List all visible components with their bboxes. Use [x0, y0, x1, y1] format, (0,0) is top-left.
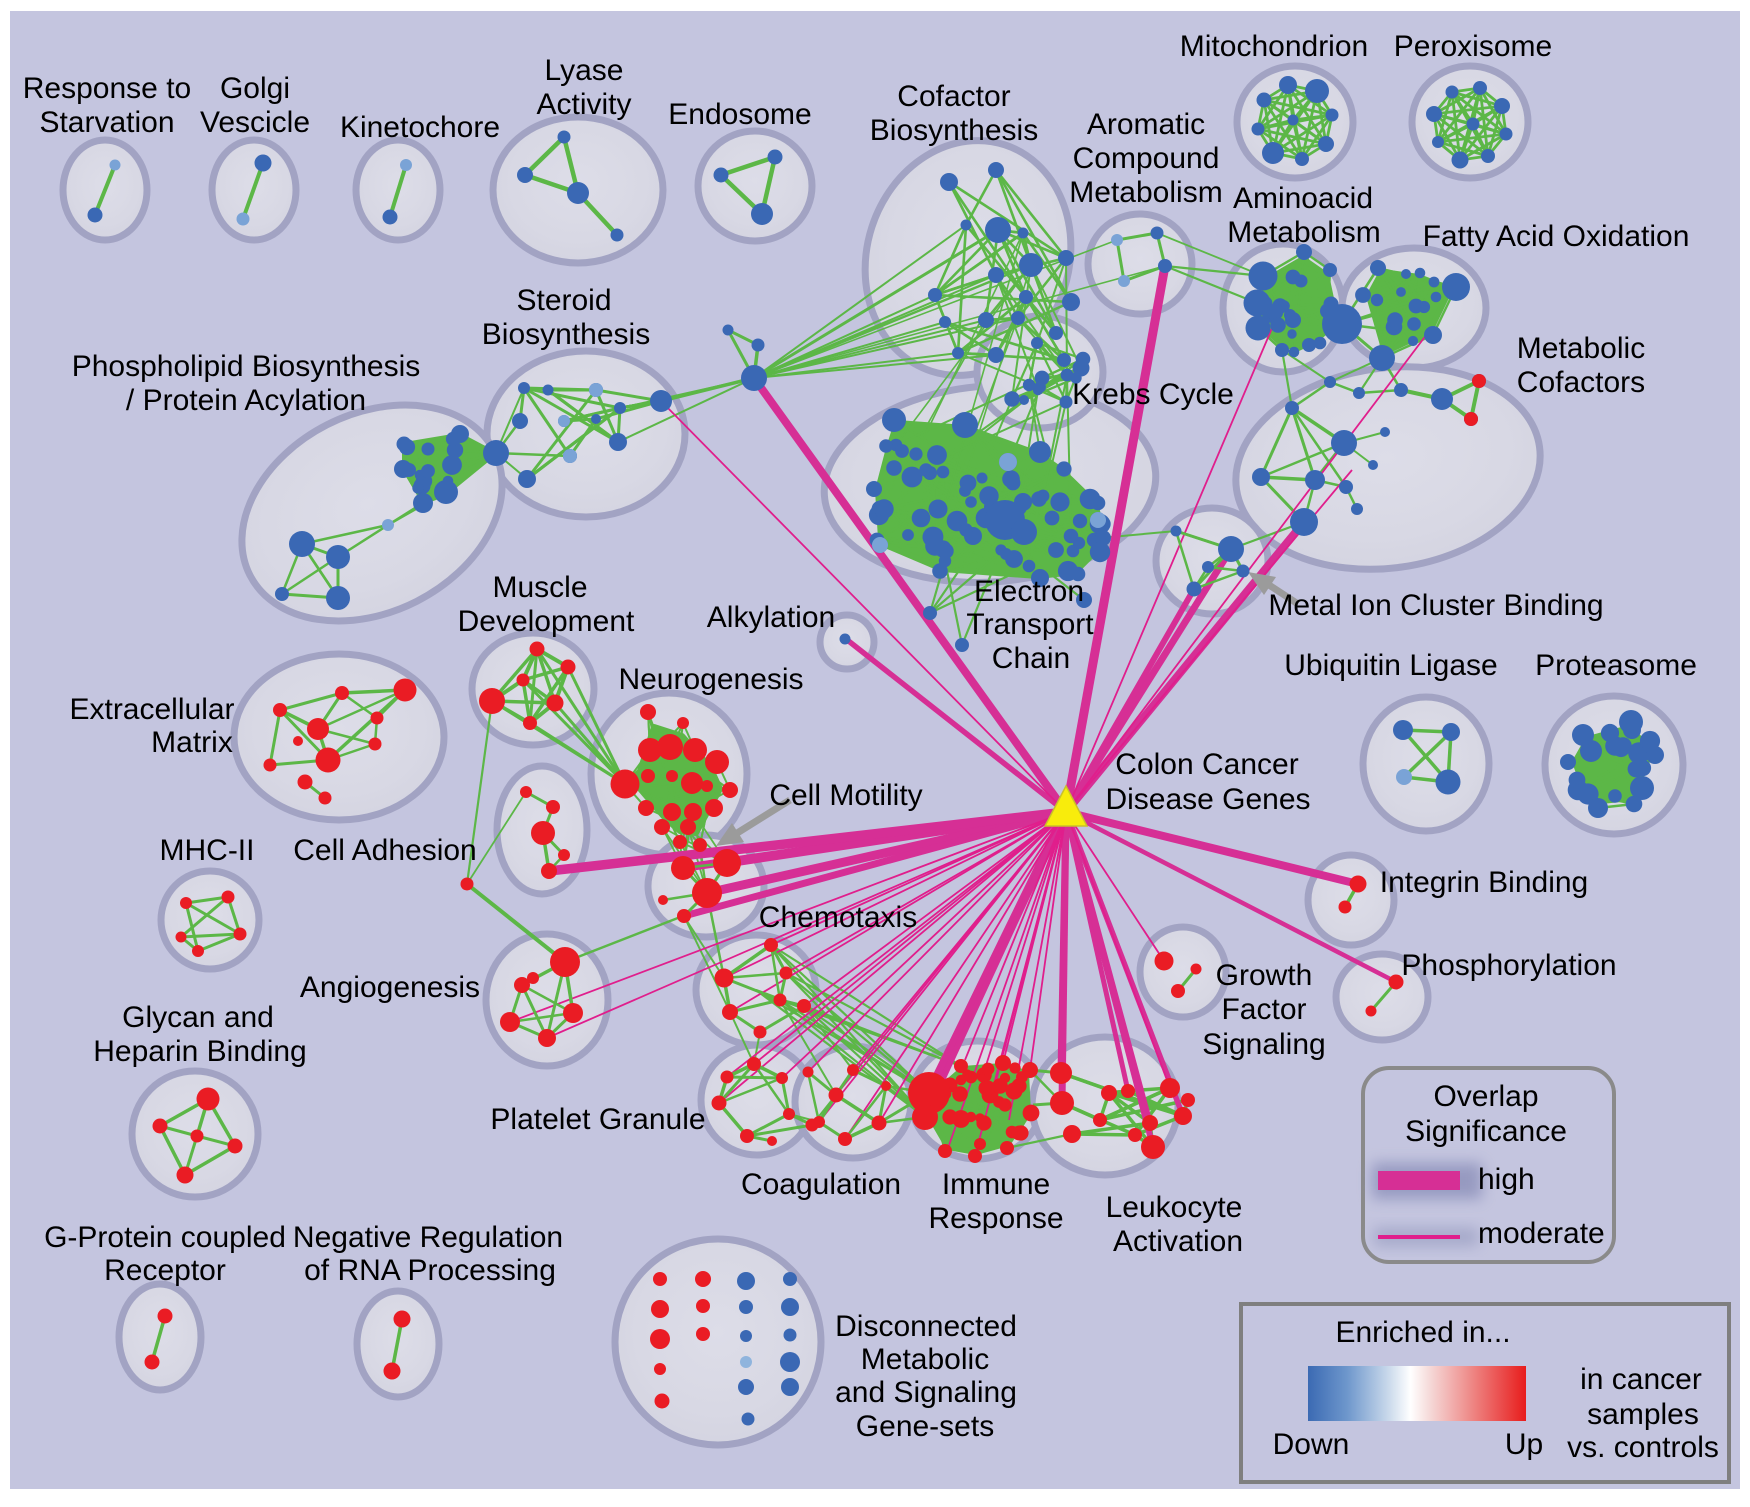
svg-text:Muscle: Muscle	[492, 571, 587, 604]
svg-text:Enriched in...: Enriched in...	[1335, 1316, 1510, 1349]
svg-text:Metabolic: Metabolic	[861, 1343, 989, 1376]
svg-text:Cofactors: Cofactors	[1517, 366, 1645, 399]
svg-text:Activity: Activity	[536, 88, 631, 121]
svg-text:Chain: Chain	[992, 642, 1070, 675]
svg-text:Compound: Compound	[1073, 142, 1220, 175]
svg-text:Leukocyte: Leukocyte	[1106, 1191, 1243, 1224]
svg-text:and Signaling: and Signaling	[835, 1376, 1017, 1409]
svg-text:Starvation: Starvation	[39, 106, 174, 139]
svg-text:Factor: Factor	[1221, 993, 1306, 1026]
svg-text:Steroid: Steroid	[516, 284, 611, 317]
svg-text:Matrix: Matrix	[151, 726, 233, 759]
svg-text:Electron: Electron	[974, 575, 1084, 608]
svg-text:high: high	[1478, 1163, 1535, 1196]
svg-text:Neurogenesis: Neurogenesis	[618, 663, 803, 696]
svg-text:Heparin Binding: Heparin Binding	[93, 1035, 306, 1068]
svg-text:Metabolism: Metabolism	[1227, 216, 1380, 249]
svg-text:Peroxisome: Peroxisome	[1394, 30, 1552, 63]
svg-text:Fatty Acid Oxidation: Fatty Acid Oxidation	[1423, 220, 1690, 253]
svg-text:Transport: Transport	[966, 608, 1094, 641]
svg-text:Cell Adhesion: Cell Adhesion	[293, 834, 476, 867]
svg-text:Extracellular: Extracellular	[69, 693, 234, 726]
svg-text:Disease Genes: Disease Genes	[1105, 783, 1310, 816]
svg-text:Coagulation: Coagulation	[741, 1168, 901, 1201]
svg-text:Golgi: Golgi	[220, 72, 290, 105]
svg-text:Response to: Response to	[23, 72, 191, 105]
svg-text:Biosynthesis: Biosynthesis	[482, 318, 650, 351]
svg-text:Negative Regulation: Negative Regulation	[293, 1221, 563, 1254]
svg-text:Aminoacid: Aminoacid	[1233, 182, 1373, 215]
svg-text:Proteasome: Proteasome	[1535, 649, 1697, 682]
svg-text:Receptor: Receptor	[104, 1254, 226, 1287]
svg-text:Glycan and: Glycan and	[122, 1001, 274, 1034]
svg-text:Signaling: Signaling	[1202, 1028, 1325, 1061]
svg-text:Ubiquitin Ligase: Ubiquitin Ligase	[1284, 649, 1497, 682]
svg-text:Phosphorylation: Phosphorylation	[1401, 949, 1616, 982]
svg-text:Mitochondrion: Mitochondrion	[1180, 30, 1368, 63]
svg-text:Alkylation: Alkylation	[707, 601, 835, 634]
svg-text:Lyase: Lyase	[545, 54, 624, 87]
svg-text:of RNA Processing: of RNA Processing	[304, 1254, 556, 1287]
svg-text:Growth: Growth	[1216, 959, 1313, 992]
svg-text:Disconnected: Disconnected	[835, 1310, 1017, 1343]
svg-text:Vescicle: Vescicle	[200, 106, 310, 139]
svg-text:in cancer: in cancer	[1580, 1363, 1702, 1396]
svg-text:Chemotaxis: Chemotaxis	[759, 901, 917, 934]
svg-text:Cofactor: Cofactor	[897, 80, 1010, 113]
svg-text:Gene-sets: Gene-sets	[856, 1410, 994, 1443]
svg-text:Colon Cancer: Colon Cancer	[1115, 748, 1298, 781]
svg-text:Aromatic: Aromatic	[1087, 108, 1205, 141]
svg-text:Angiogenesis: Angiogenesis	[300, 971, 480, 1004]
svg-text:/ Protein Acylation: / Protein Acylation	[126, 384, 366, 417]
svg-text:Significance: Significance	[1405, 1115, 1567, 1148]
svg-text:Metabolic: Metabolic	[1517, 332, 1645, 365]
svg-text:Krebs Cycle: Krebs Cycle	[1072, 378, 1234, 411]
svg-text:moderate: moderate	[1478, 1217, 1605, 1250]
svg-text:samples: samples	[1587, 1398, 1699, 1431]
svg-text:Immune: Immune	[942, 1168, 1050, 1201]
svg-text:Endosome: Endosome	[668, 98, 811, 131]
svg-text:Cell Motility: Cell Motility	[769, 779, 922, 812]
svg-text:Up: Up	[1505, 1428, 1543, 1461]
svg-text:Biosynthesis: Biosynthesis	[870, 114, 1038, 147]
svg-text:Platelet Granule: Platelet Granule	[490, 1103, 705, 1136]
svg-text:Metabolism: Metabolism	[1069, 176, 1222, 209]
svg-text:Response: Response	[928, 1202, 1063, 1235]
svg-text:Overlap: Overlap	[1433, 1080, 1538, 1113]
svg-text:MHC-II: MHC-II	[160, 834, 255, 867]
svg-text:Development: Development	[458, 605, 635, 638]
svg-text:Down: Down	[1273, 1428, 1350, 1461]
svg-text:G-Protein coupled: G-Protein coupled	[44, 1221, 286, 1254]
svg-text:Kinetochore: Kinetochore	[340, 111, 500, 144]
svg-text:vs. controls: vs. controls	[1567, 1431, 1719, 1464]
svg-text:Integrin Binding: Integrin Binding	[1380, 866, 1588, 899]
svg-text:Metal Ion Cluster Binding: Metal Ion Cluster Binding	[1268, 589, 1603, 622]
svg-text:Phospholipid Biosynthesis: Phospholipid Biosynthesis	[72, 350, 421, 383]
svg-text:Activation: Activation	[1113, 1225, 1243, 1258]
